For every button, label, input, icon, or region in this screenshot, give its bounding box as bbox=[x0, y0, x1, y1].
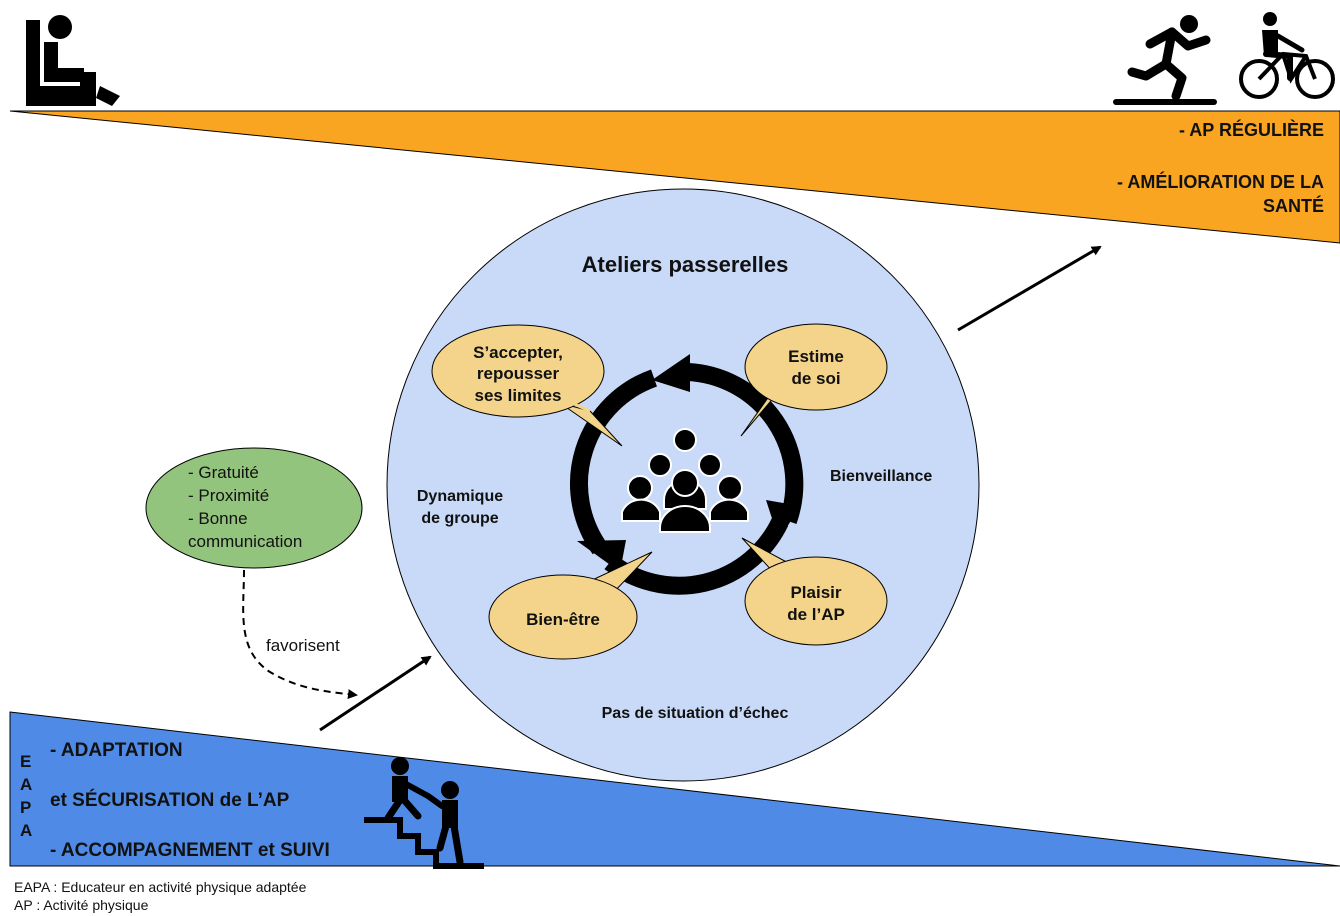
top-band-line2a: - AMÉLIORATION DE LA bbox=[1117, 172, 1324, 192]
eapa-letter-2: A bbox=[20, 775, 33, 794]
bubble-accept-line2: repousser bbox=[476, 364, 560, 383]
bubble-bienetre bbox=[488, 551, 653, 660]
group-people-icon bbox=[621, 428, 749, 533]
factors-ellipse bbox=[145, 447, 363, 569]
eapa-letter-3: P bbox=[20, 798, 32, 817]
bubble-accept bbox=[431, 324, 623, 447]
circle-title: Ateliers passerelles bbox=[581, 252, 789, 277]
bubble-bienetre-text: Bien-être bbox=[526, 610, 600, 629]
bubble-plaisir bbox=[741, 537, 888, 646]
factor-item-2: - Proximité bbox=[188, 486, 270, 505]
eapa-letter-4: A bbox=[20, 821, 33, 840]
bubble-plaisir-line2: de l’AP bbox=[787, 605, 845, 624]
bubble-accept-line3: ses limites bbox=[474, 386, 562, 405]
circle-left-label-1: Dynamique bbox=[416, 488, 504, 505]
cycle-arrows-icon bbox=[570, 354, 804, 595]
favorisent-label: favorisent bbox=[266, 636, 340, 655]
bubble-plaisir-line1: Plaisir bbox=[790, 583, 842, 602]
bottom-support-band bbox=[9, 711, 1340, 867]
arrow-into-circle bbox=[319, 655, 432, 732]
top-band-line2b: SANTÉ bbox=[1262, 196, 1324, 216]
stairs-helping-person-icon bbox=[364, 757, 484, 869]
factor-item-4: communication bbox=[188, 532, 303, 551]
factor-item-1: - Gratuité bbox=[188, 463, 259, 482]
circle-bottom-label: Pas de situation d’échec bbox=[601, 705, 789, 722]
arrow-out-of-circle bbox=[957, 245, 1102, 332]
bubble-estime-line2: de soi bbox=[791, 369, 841, 388]
bubble-accept-line1: S’accepter, bbox=[473, 343, 563, 362]
favorisent-dashed-arrow bbox=[242, 569, 358, 700]
armchair-sitting-person-icon bbox=[26, 15, 120, 106]
cyclist-icon bbox=[1239, 12, 1335, 99]
legend-line1: EAPA : Educateur en activité physique ad… bbox=[14, 879, 307, 895]
circle-left-label-2: de groupe bbox=[421, 510, 499, 527]
top-progress-band bbox=[9, 110, 1340, 244]
bubble-estime bbox=[740, 323, 888, 437]
bottom-band-line1: - ADAPTATION bbox=[50, 740, 183, 761]
bubble-estime-line1: Estime bbox=[788, 347, 844, 366]
bottom-band-line3: - ACCOMPAGNEMENT et SUIVI bbox=[50, 840, 330, 861]
circle-right-label: Bienveillance bbox=[830, 468, 933, 485]
running-person-icon bbox=[1113, 15, 1217, 105]
bottom-band-line2: et SÉCURISATION de L’AP bbox=[50, 790, 290, 811]
top-band-line1: - AP RÉGULIÈRE bbox=[1178, 120, 1324, 140]
factor-item-3: - Bonne bbox=[188, 509, 248, 528]
legend-line2: AP : Activité physique bbox=[14, 897, 149, 913]
eapa-letter-1: E bbox=[20, 752, 32, 771]
